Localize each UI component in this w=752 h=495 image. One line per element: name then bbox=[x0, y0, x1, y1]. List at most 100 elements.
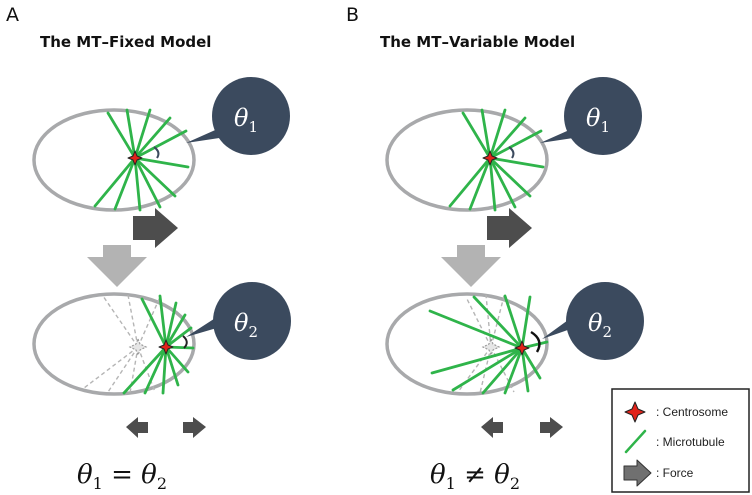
microtubule bbox=[164, 301, 178, 349]
microtubule bbox=[488, 156, 497, 212]
microtubule bbox=[143, 345, 168, 395]
microtubule bbox=[106, 111, 137, 160]
microtubule-array bbox=[93, 108, 190, 212]
legend-force-label: : Force bbox=[656, 466, 694, 480]
cell-membrane bbox=[385, 292, 549, 396]
ghost-centrosome-icon bbox=[481, 337, 501, 357]
ghost-microtubule bbox=[485, 294, 492, 348]
legend-item-centrosome: : Centrosome bbox=[624, 401, 728, 423]
panel-b-bottom-cell bbox=[385, 292, 549, 396]
microtubule bbox=[133, 156, 142, 212]
microtubule bbox=[503, 346, 524, 395]
panel-a-letter: A bbox=[6, 4, 19, 26]
legend-item-microtubule: : Microtubule bbox=[624, 429, 725, 454]
cell-membrane bbox=[32, 292, 196, 396]
force-arrow-icon bbox=[481, 417, 503, 438]
bubble-circle bbox=[564, 77, 642, 155]
ghost-centrosome-icon bbox=[128, 337, 148, 357]
microtubule bbox=[468, 156, 492, 211]
legend-item-force: : Force bbox=[623, 459, 694, 487]
force-arrow-icon bbox=[540, 417, 563, 438]
microtubule bbox=[113, 156, 137, 211]
microtubule bbox=[164, 313, 187, 349]
ghost-microtubule bbox=[137, 296, 161, 348]
panel-a-title: The MT–Fixed Model bbox=[40, 33, 211, 51]
angle-arc bbox=[508, 146, 515, 159]
microtubule bbox=[133, 116, 172, 160]
microtubule bbox=[488, 156, 532, 198]
microtubule bbox=[488, 116, 527, 160]
microtubule bbox=[520, 295, 532, 350]
microtubule bbox=[164, 326, 193, 349]
microtubule bbox=[448, 156, 492, 208]
force-arrow-icon bbox=[133, 208, 178, 248]
panel-b-theta-1-bubble: θ1 bbox=[540, 77, 642, 155]
panel-b-letter: B bbox=[346, 4, 359, 26]
microtubule bbox=[481, 346, 524, 395]
transition-arrow-icon bbox=[441, 245, 501, 287]
microtubule-icon bbox=[624, 429, 647, 454]
microtubule bbox=[125, 108, 137, 160]
microtubule bbox=[488, 108, 507, 160]
panel-b: B The MT–Variable Model bbox=[346, 4, 644, 493]
theta-1-label: θ1 bbox=[586, 104, 610, 136]
microtubule bbox=[520, 346, 530, 393]
microtubule bbox=[133, 156, 177, 198]
force-arrow-icon bbox=[487, 208, 532, 248]
microtubule bbox=[164, 345, 190, 374]
microtubule bbox=[520, 346, 542, 380]
bubble-circle bbox=[213, 282, 291, 360]
theta-2-label: θ2 bbox=[234, 309, 258, 341]
centrosome-icon bbox=[158, 339, 174, 355]
panel-b-top-cell bbox=[385, 108, 549, 212]
ghost-microtubule bbox=[107, 346, 139, 393]
microtubule bbox=[161, 345, 168, 395]
centrosome-icon bbox=[624, 401, 646, 423]
ghost-microtubule bbox=[127, 294, 139, 348]
microtubule bbox=[122, 345, 168, 395]
microtubule-array bbox=[428, 294, 549, 395]
panel-b-equation: θ1 ≠ θ2 bbox=[430, 460, 520, 493]
theta-1-label: θ1 bbox=[234, 104, 258, 136]
centrosome-icon bbox=[482, 150, 498, 166]
force-arrow-icon bbox=[183, 417, 206, 438]
transition-arrow-icon bbox=[87, 245, 147, 287]
angle-arc bbox=[182, 335, 188, 349]
centrosome-icon bbox=[127, 150, 143, 166]
microtubule bbox=[133, 108, 152, 160]
microtubule bbox=[461, 111, 492, 160]
cell-membrane bbox=[385, 108, 549, 212]
microtubule bbox=[488, 129, 543, 160]
microtubule-array bbox=[122, 294, 195, 395]
panel-a-equation: θ1 = θ2 bbox=[77, 460, 167, 493]
microtubule bbox=[451, 346, 524, 392]
panel-a-top-cell bbox=[32, 108, 196, 212]
microtubule bbox=[480, 108, 492, 160]
panel-a: A The MT–Fixed Model bbox=[6, 4, 291, 493]
microtubule bbox=[133, 129, 188, 160]
ghost-microtubule bbox=[490, 295, 505, 348]
centrosome-icon bbox=[514, 340, 530, 356]
microtubule bbox=[428, 309, 524, 350]
microtubule bbox=[158, 294, 168, 349]
microtubule bbox=[133, 156, 162, 209]
panel-b-theta-2-bubble: θ2 bbox=[542, 282, 644, 360]
ghost-microtubule bbox=[83, 346, 139, 389]
microtubule bbox=[93, 156, 137, 208]
force-arrow-icon bbox=[623, 459, 652, 487]
microtubule-array bbox=[448, 108, 545, 212]
microtubule bbox=[140, 297, 168, 349]
angle-arc bbox=[530, 330, 541, 353]
panel-a-theta-1-bubble: θ1 bbox=[186, 77, 290, 155]
legend: : Centrosome : Microtubule : Force bbox=[611, 388, 750, 493]
force-arrow-icon bbox=[126, 417, 148, 438]
microtubule bbox=[472, 295, 524, 350]
microtubule bbox=[430, 346, 524, 375]
theta-2-label: θ2 bbox=[588, 309, 612, 341]
legend-microtubule-label: : Microtubule bbox=[656, 435, 725, 449]
legend-centrosome-label: : Centrosome bbox=[656, 405, 728, 419]
ghost-microtubule bbox=[465, 296, 492, 348]
panel-a-bottom-cell bbox=[32, 292, 196, 396]
angle-arc bbox=[153, 146, 160, 159]
